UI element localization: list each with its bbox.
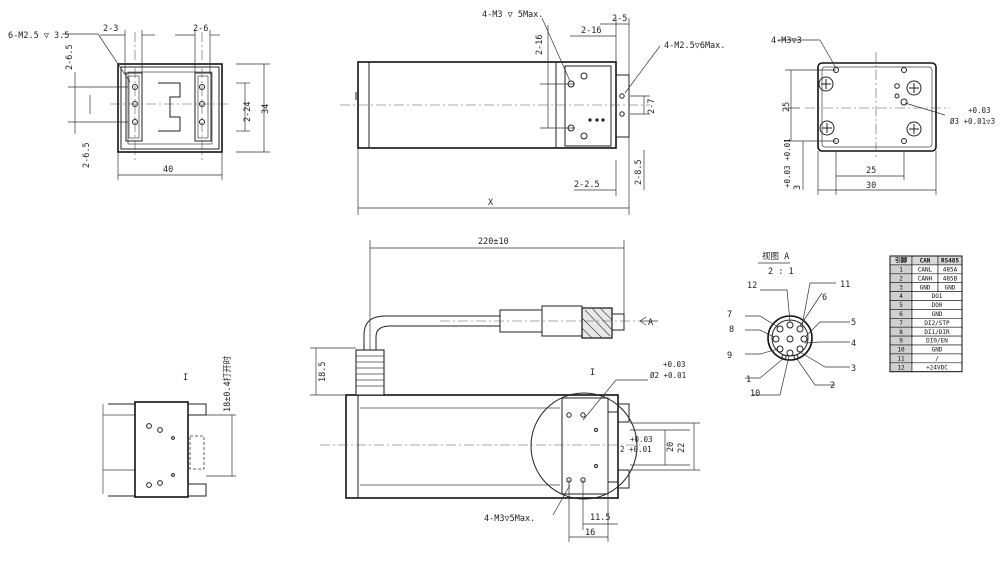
- dim-16: 16: [585, 528, 595, 538]
- pin-label-6: 6: [822, 293, 827, 303]
- dim-11-5: 11.5: [590, 513, 610, 523]
- dim-30: 30: [866, 181, 876, 191]
- connector-view-a: 视图 A 2 : 1 12 11 6: [727, 251, 856, 399]
- table-outline: [889, 255, 963, 373]
- dim-34: 34: [261, 104, 271, 114]
- tol-hole-a: +0.03: [968, 106, 991, 115]
- table-pin-number: 7: [899, 320, 903, 327]
- dim-18-open: 18±0.4打开时: [222, 355, 233, 412]
- table-pin-number: 11: [897, 356, 905, 363]
- table-pin-number: 1: [899, 267, 903, 274]
- dim-2-6-5-top: 2-6.5: [65, 44, 75, 70]
- cable-view: 220±10 18.5 A I +0.03 Ø2 +0.01 +0.03 2 +…: [310, 237, 700, 542]
- tol-hole-b: Ø3 +0.01▽3: [950, 117, 995, 126]
- table-signal-text: DI1/DIR: [924, 329, 950, 336]
- pin-label-4: 4: [851, 339, 856, 349]
- tol-2-a: +0.03: [630, 435, 653, 444]
- table-signal-text: DO1: [932, 293, 943, 300]
- table-pin-number: 12: [897, 364, 905, 371]
- dim-22: 22: [677, 443, 687, 453]
- dim-2-16-v: 2-16: [535, 35, 545, 55]
- side-callout-right: 4-M2.5▽6Max.: [664, 41, 725, 51]
- table-pin-number: 6: [899, 311, 903, 318]
- table-signal-text: GND: [945, 284, 956, 291]
- pin-label-9: 9: [727, 351, 732, 361]
- tol-v: +0.03 +0.01: [783, 138, 792, 188]
- connector-title: 视图 A: [762, 251, 789, 262]
- dim-2-8-5: 2-8.5: [634, 159, 644, 185]
- side-callout-top: 4-M3 ▽ 5Max.: [482, 10, 543, 20]
- pin-label-8: 8: [729, 325, 734, 335]
- table-pin-number: 4: [899, 293, 903, 300]
- pin-label-7: 7: [727, 310, 732, 320]
- table-pin-number: 10: [897, 347, 905, 354]
- pin-label-3: 3: [851, 364, 856, 374]
- pin-label-10: 10: [750, 389, 760, 399]
- pin-label-5: 5: [851, 318, 856, 328]
- table-signal-text: GND: [932, 347, 943, 354]
- dim-40: 40: [163, 165, 173, 175]
- table-pin-number: 9: [899, 338, 903, 345]
- front-callout: 6-M2.5 ▽ 3.5: [8, 31, 69, 41]
- tol-phi2-b: Ø2 +0.01: [650, 371, 686, 380]
- bottom-callout: 4-M3▽5Max.: [484, 514, 535, 524]
- pin-label-2: 2: [830, 381, 835, 391]
- dim-25-h: 25: [866, 166, 876, 176]
- dim-20: 20: [666, 442, 676, 452]
- detail-label: I: [590, 368, 595, 378]
- table-signal-text: CANH: [918, 275, 933, 282]
- dim-2-6-5-bottom: 2-6.5: [82, 142, 92, 168]
- table-signal-text: GND: [932, 311, 943, 318]
- dim-2-16-h: 2-16: [581, 26, 601, 36]
- view-arrow-A: A: [648, 318, 653, 328]
- dim-2-24: 2-24: [243, 102, 253, 122]
- table-header-text: RS485: [941, 258, 959, 265]
- table-signal-text: 485A: [943, 267, 958, 274]
- table-signal-text: DI0/EN: [926, 338, 948, 345]
- table-signal-text: 485B: [943, 275, 958, 282]
- dim-2-3: 2-3: [103, 24, 118, 34]
- table-signal-text: DO0: [932, 302, 943, 309]
- table-signal-text: +24VDC: [926, 364, 948, 371]
- dim-220: 220±10: [478, 237, 509, 247]
- dim-3: 3: [793, 185, 803, 190]
- dim-25-v: 25: [782, 102, 792, 112]
- detail-open-label: I: [183, 373, 188, 383]
- pin-label-11: 11: [840, 280, 850, 290]
- front-view: 6-M2.5 ▽ 3.5 2-3 2-6 2-6.5 2-6.5 2-24 34…: [8, 24, 271, 180]
- table-header-text: 引脚: [895, 257, 907, 265]
- table-signal-text: DI2/STP: [924, 320, 950, 327]
- dim-2-7: 2-7: [647, 99, 657, 114]
- table-pin-number: 3: [899, 284, 903, 291]
- table-signal-text: /: [935, 356, 939, 363]
- tol-phi2-a: +0.03: [663, 360, 686, 369]
- detail-view-open: I 18±0.4打开时: [102, 355, 236, 498]
- dim-2-5: 2-5: [612, 14, 627, 24]
- table-header-text: CAN: [920, 258, 931, 265]
- side-view: 4-M3 ▽ 5Max. 4-M2.5▽6Max. 2-5 2-16 2-16 …: [340, 10, 725, 215]
- table-signal-text: CANL: [918, 267, 933, 274]
- pin-label-12: 12: [747, 281, 757, 291]
- tol-2-b: 2 +0.01: [620, 445, 652, 454]
- connector-pins: [772, 321, 808, 360]
- dim-2-6: 2-6: [193, 24, 208, 34]
- dim-X: X: [488, 198, 494, 208]
- table-signal-text: GND: [920, 284, 931, 291]
- connector-scale: 2 : 1: [768, 267, 794, 277]
- dim-18-5: 18.5: [318, 362, 328, 382]
- back-callout: 4-M3▽3: [771, 36, 802, 46]
- dim-2-2-5: 2-2.5: [574, 180, 600, 190]
- table-pin-number: 2: [899, 275, 903, 282]
- pin-label-1: 1: [746, 375, 751, 385]
- table-pin-number: 8: [899, 329, 903, 336]
- table-pin-number: 5: [899, 302, 903, 309]
- back-view: 4-M3▽3 25 +0.03 +0.01 3 +0.03 Ø3 +0.01▽3…: [771, 36, 995, 195]
